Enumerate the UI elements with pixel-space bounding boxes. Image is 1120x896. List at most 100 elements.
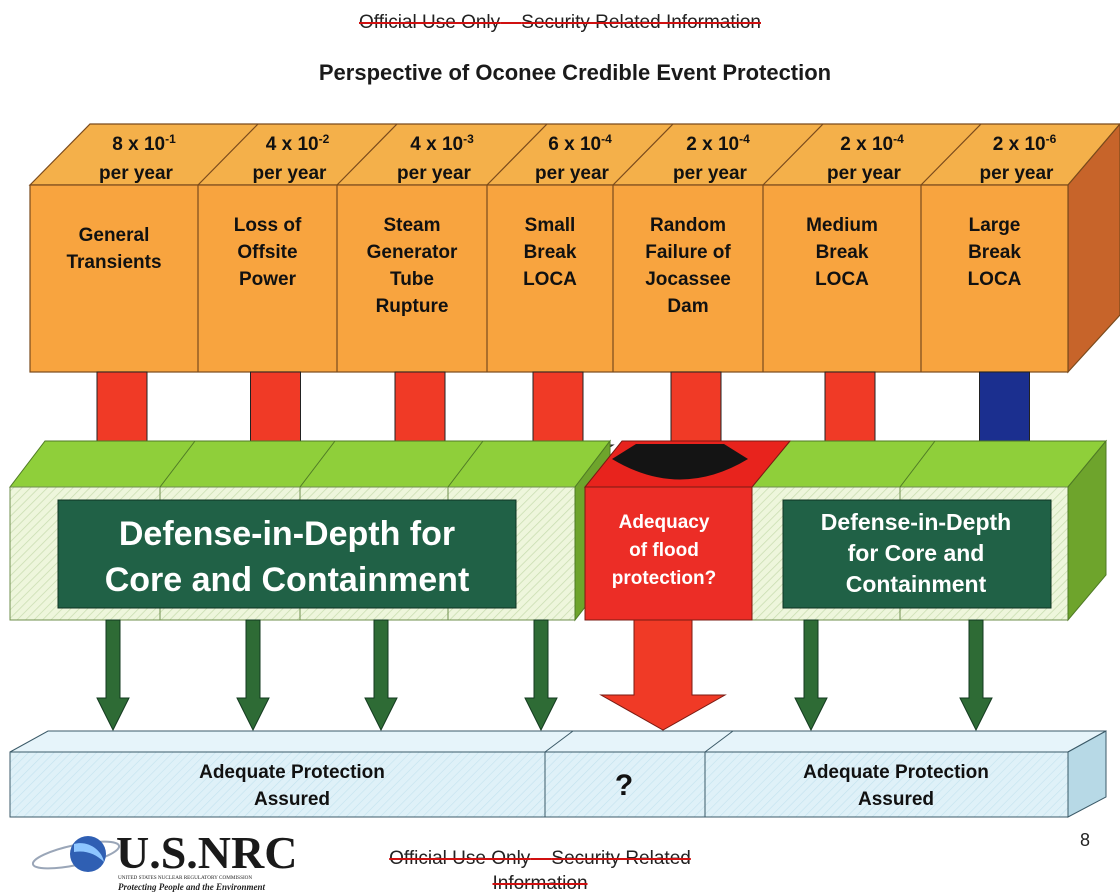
- outcome-arrow: [236, 619, 270, 732]
- outcome-arrow: [959, 619, 993, 732]
- event-rate-value: 8 x 10-1: [112, 132, 176, 155]
- outcome-right-text: Adequate Protection: [803, 762, 989, 783]
- footer-prefix: Official Use Only: [389, 848, 531, 869]
- event-label-line: Dam: [667, 296, 708, 317]
- outcome-divider: [704, 730, 734, 753]
- event-rate-value: 2 x 10-4: [840, 132, 904, 155]
- classification-banner-bottom: Official Use Only – Security Related Inf…: [330, 846, 750, 896]
- defense-right-top-face: [750, 440, 1108, 488]
- event-label-line: Offsite: [237, 242, 297, 263]
- event-divider: [920, 123, 982, 186]
- event-rate-unit: per year: [535, 163, 610, 184]
- event-divider: [762, 123, 824, 186]
- outcome-top-face: [9, 730, 1107, 753]
- footer-line-two: Information: [492, 873, 588, 894]
- event-rate: 2 x 10-4 per year: [673, 132, 750, 184]
- event-rate-mantissa: 8 x 10: [112, 134, 165, 155]
- defense-right-text: Defense-in-Depth: [821, 509, 1011, 535]
- event-rate-mantissa: 6 x 10: [548, 134, 601, 155]
- banner-separator: –: [500, 12, 522, 33]
- event-rate-mantissa: 4 x 10: [410, 134, 463, 155]
- event-label-line: Steam: [383, 215, 440, 236]
- outcome-left-text: Adequate Protection: [199, 762, 385, 783]
- event-rate-unit: per year: [827, 163, 902, 184]
- logo-agency: UNITED STATES NUCLEAR REGULATORY COMMISS…: [118, 875, 252, 881]
- event-rate-unit: per year: [397, 163, 472, 184]
- outcome-left-text: Assured: [254, 789, 330, 810]
- event-label-line: Tube: [390, 269, 434, 290]
- event-divider: [336, 123, 398, 186]
- defense-divider: [899, 440, 936, 488]
- event-rate-mantissa: 2 x 10: [993, 134, 1046, 155]
- event-label-line: LOCA: [968, 269, 1022, 290]
- logo-tagline: Protecting People and the Environment: [118, 882, 266, 892]
- event-rate: 6 x 10-4 per year: [535, 132, 612, 184]
- outcome-question-mark: ?: [615, 769, 633, 802]
- event-rate-mantissa: 4 x 10: [266, 134, 319, 155]
- event-label-line: Jocassee: [645, 269, 731, 290]
- event-label-line: Break: [816, 242, 869, 263]
- event-rate-value: 6 x 10-4: [548, 132, 612, 155]
- event-label-line: Break: [968, 242, 1021, 263]
- event-rate: 4 x 10-3 per year: [397, 132, 474, 184]
- banner-suffix: Security Related Information: [521, 12, 761, 33]
- event-block-front-face: [29, 184, 1069, 373]
- flood-question-text: protection?: [612, 568, 717, 589]
- defense-left-top-face: [8, 440, 612, 488]
- flood-block-front-face: [584, 486, 753, 621]
- flood-outcome-arrow: [599, 619, 727, 731]
- nrc-logo: U.S.NRC UNITED STATES NUCLEAR REGULATORY…: [31, 827, 297, 892]
- defense-left-text: Core and Containment: [105, 561, 470, 599]
- classification-banner-top: Official Use Only – Security Related Inf…: [0, 12, 1120, 34]
- defense-left-panel: [57, 499, 517, 609]
- event-rate-mantissa: 2 x 10: [686, 134, 739, 155]
- event-rate-exponent: -4: [893, 132, 904, 146]
- slide-title: Perspective of Oconee Credible Event Pro…: [318, 60, 832, 85]
- outcome-divider: [544, 730, 574, 753]
- defense-right-panel: [782, 499, 1052, 609]
- defense-divider: [447, 440, 484, 488]
- outcome-front-face: [9, 751, 1069, 818]
- event-rate-unit: per year: [673, 163, 748, 184]
- defense-right-text: Containment: [846, 571, 987, 597]
- defense-divider: [299, 440, 336, 488]
- defense-divider: [159, 440, 196, 488]
- logo-wordmark: U.S.NRC: [116, 827, 297, 878]
- event-label-line: Generator: [367, 242, 458, 263]
- event-label-line: Failure of: [645, 242, 731, 263]
- footer-separator: –: [530, 848, 552, 869]
- event-rate-exponent: -1: [165, 132, 176, 146]
- event-rate-exponent: -6: [1046, 132, 1057, 146]
- flood-question-text: Adequacy: [619, 512, 710, 533]
- event-rate-mantissa: 2 x 10: [840, 134, 893, 155]
- event-rate-value: 4 x 10-2: [266, 132, 330, 155]
- event-rate: 2 x 10-4 per year: [827, 132, 904, 184]
- event-rate-exponent: -4: [601, 132, 612, 146]
- outcome-arrow: [96, 619, 130, 732]
- event-rate-value: 4 x 10-3: [410, 132, 474, 155]
- event-label-line: Large: [969, 215, 1021, 236]
- event-rate-unit: per year: [980, 163, 1055, 184]
- event-label-line: General: [79, 225, 150, 246]
- event-label-line: Loss of: [234, 215, 302, 236]
- footer-suffix: Security Related: [551, 848, 691, 869]
- event-rate: 2 x 10-6 per year: [980, 132, 1057, 184]
- event-divider: [612, 123, 674, 186]
- event-label-line: Transients: [66, 252, 161, 273]
- page-number: 8: [1080, 830, 1091, 850]
- event-rate-exponent: -3: [463, 132, 474, 146]
- event-label-line: Small: [525, 215, 576, 236]
- event-rate-value: 2 x 10-6: [993, 132, 1057, 155]
- outcome-arrow: [524, 619, 558, 732]
- flood-hole: [612, 444, 748, 480]
- outcome-right-text: Assured: [858, 789, 934, 810]
- event-label-line: Rupture: [376, 296, 449, 317]
- event-rate-value: 2 x 10-4: [686, 132, 750, 155]
- outcome-side-face: [1067, 730, 1107, 818]
